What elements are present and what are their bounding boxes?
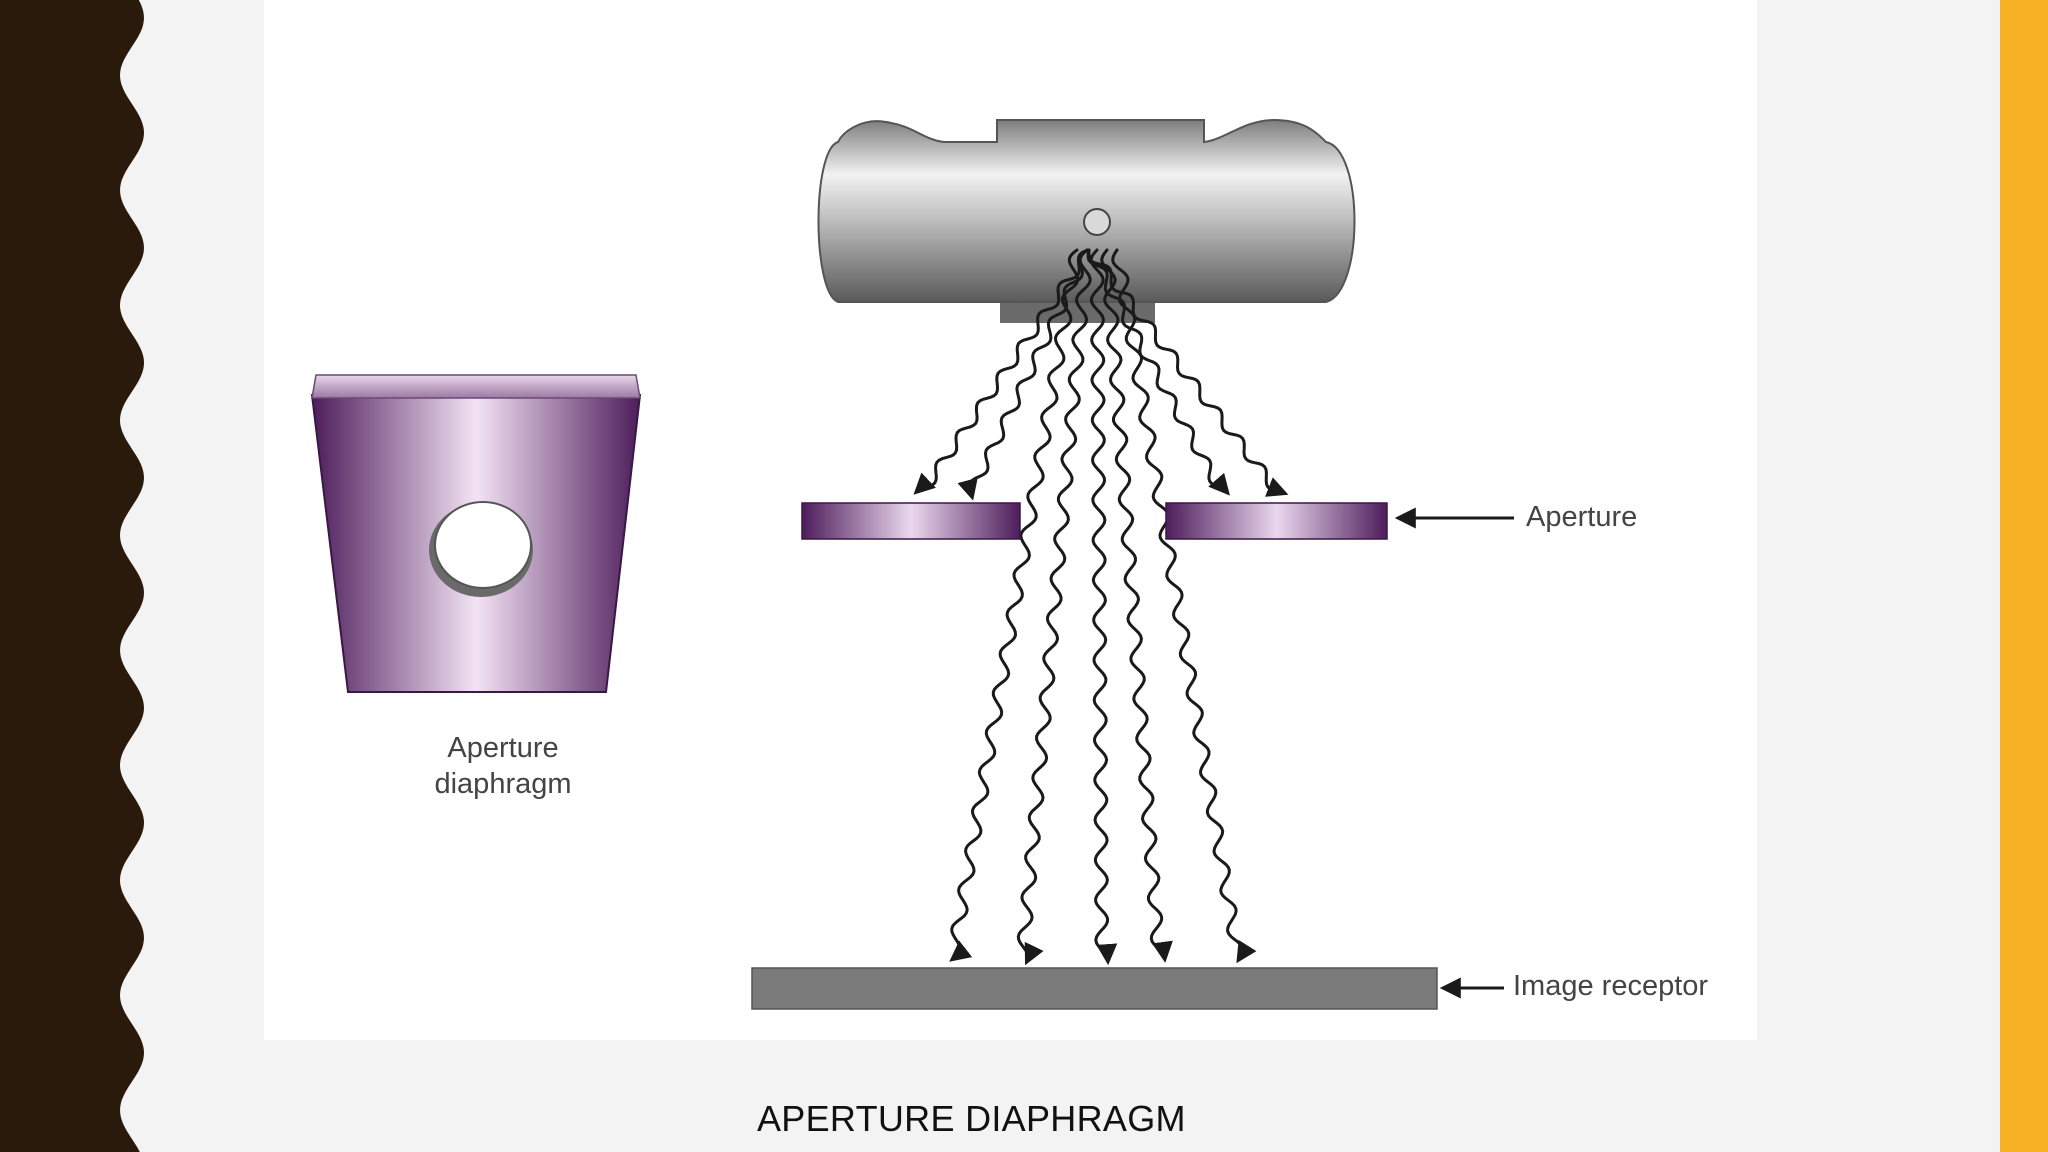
aperture-plate-left [801, 502, 1021, 540]
xray-beam [957, 248, 1091, 501]
part-name-line2: diaphragm [434, 768, 572, 800]
part-name-label: Aperture diaphragm [388, 730, 618, 802]
xray-beam [1089, 248, 1118, 966]
slide-caption: APERTURE DIAPHRAGM [757, 1098, 1186, 1139]
aperture-plate-right [1165, 502, 1388, 540]
xray-beam [1016, 248, 1092, 966]
right-accent-bar [2000, 0, 2048, 1152]
xray-tube [817, 118, 1356, 323]
xray-beam [1111, 248, 1257, 964]
image-receptor-plate [751, 967, 1438, 1010]
part-name-line1: Aperture [447, 732, 559, 764]
xray-beams [913, 248, 1289, 966]
xray-beam [1087, 248, 1289, 497]
aperture-label: Aperture [1526, 501, 1638, 533]
wavy-left-border [0, 0, 144, 1152]
image-receptor-label: Image receptor [1513, 970, 1709, 1002]
xray-beam [913, 248, 1091, 495]
aperture-diaphragm-cup [310, 374, 642, 693]
aperture-diagram: Aperture diaphragm Aperture Image recept… [264, 0, 1757, 1040]
xray-beam [949, 248, 1080, 962]
xray-beam [1100, 248, 1173, 963]
